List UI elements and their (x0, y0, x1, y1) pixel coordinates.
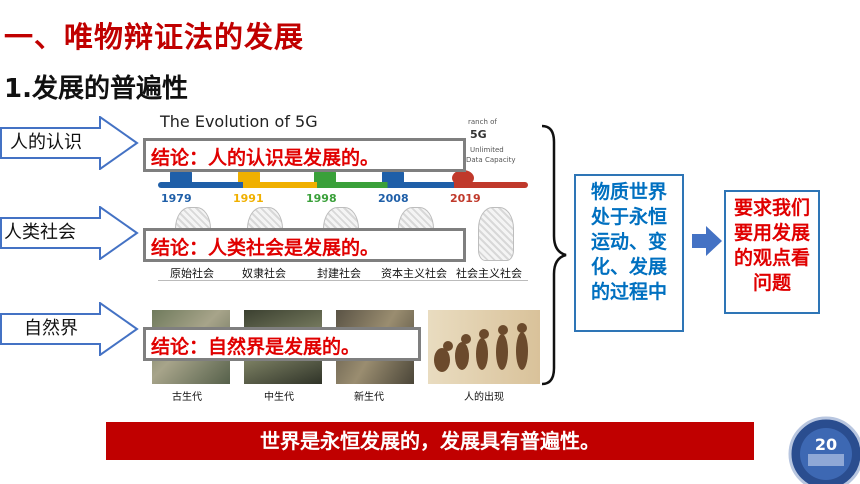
human-evolution-figures (434, 323, 528, 372)
right-arrow-icon (692, 226, 722, 256)
divider (158, 280, 528, 281)
society-stage-label: 资本主义社会 (381, 267, 447, 280)
right-arrow-icon (0, 206, 139, 260)
era-label: 新生代 (354, 392, 384, 403)
evolution-fragment-unlimited: Unlimited (470, 146, 504, 154)
society-stage-label: 原始社会 (170, 267, 214, 280)
society-sketch-image (478, 207, 514, 261)
evolution-fragment-top: ranch of (468, 118, 497, 126)
anniversary-badge-icon: 20 (788, 416, 860, 484)
page-title: 一、唯物辩证法的发展 (4, 20, 305, 54)
era-label: 中生代 (264, 392, 294, 403)
arrow-society: 人类社会 (0, 206, 140, 260)
requirement-box: 要求我们要用发展的观点看问题 (724, 190, 820, 314)
arrow-nature: 自然界 (0, 302, 140, 356)
society-stage-label: 奴隶社会 (242, 267, 286, 280)
conclusion-banner: 世界是永恒发展的，发展具有普遍性。 (106, 422, 754, 460)
era-label: 人的出现 (464, 392, 504, 403)
year-label: 1991 (233, 192, 264, 205)
year-label: 1998 (306, 192, 337, 205)
section-subtitle: 1.发展的普遍性 (4, 74, 188, 104)
evolution-fragment-5g: 5G (470, 128, 487, 141)
year-label: 2019 (450, 192, 481, 205)
conclusion-nature: 结论：自然界是发展的。 (143, 327, 421, 361)
year-label: 1979 (161, 192, 192, 205)
evolution-title: The Evolution of 5G (160, 112, 318, 131)
right-arrow-icon (0, 302, 139, 356)
era-label: 古生代 (172, 392, 202, 403)
year-label: 2008 (378, 192, 409, 205)
arrow-cognition: 人的认识 (0, 116, 140, 170)
summary-box: 物质世界处于永恒运动、变化、发展的过程中 (574, 174, 684, 332)
evolution-fragment-capacity: Data Capacity (466, 156, 516, 164)
timeline-bar (158, 182, 528, 188)
society-stage-label: 社会主义社会 (456, 267, 522, 280)
curly-brace-icon (541, 124, 567, 386)
arrow-label-society: 人类社会 (4, 222, 76, 243)
conclusion-society: 结论：人类社会是发展的。 (143, 228, 466, 262)
society-stage-label: 封建社会 (317, 267, 361, 280)
right-arrow-icon (0, 116, 139, 170)
badge-number: 20 (815, 435, 837, 454)
arrow-label-nature: 自然界 (24, 318, 78, 339)
human-evolution-image (428, 310, 540, 384)
conclusion-cognition: 结论：人的认识是发展的。 (143, 138, 466, 172)
arrow-label-cognition: 人的认识 (10, 132, 82, 153)
